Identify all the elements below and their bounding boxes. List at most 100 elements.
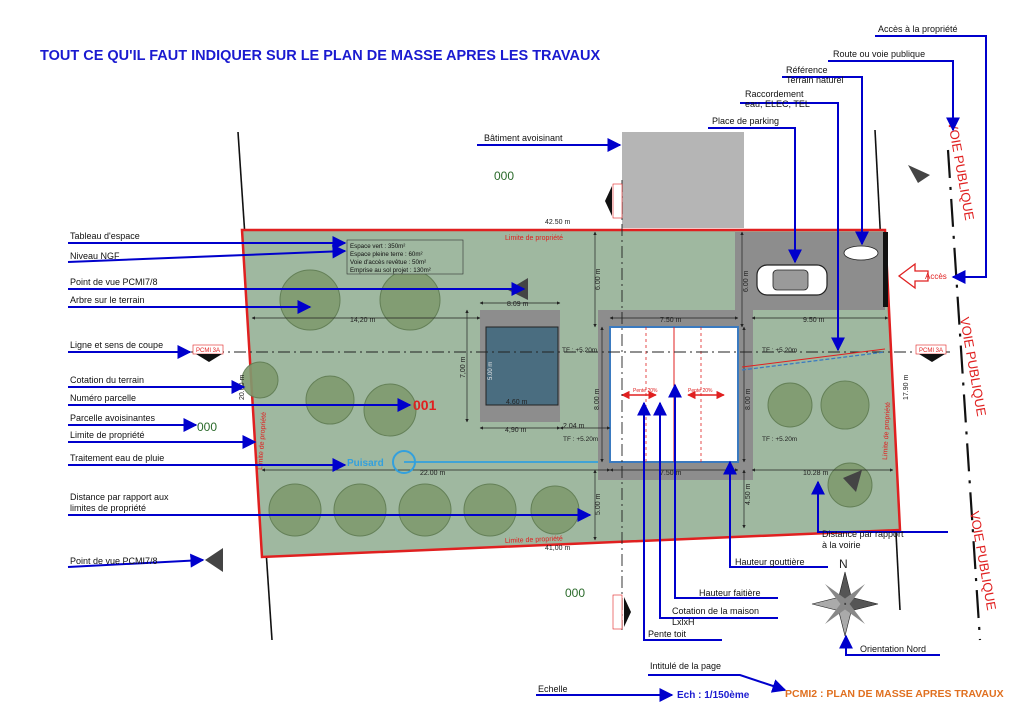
roof-slope-label-right: Pente 20% (688, 388, 713, 394)
callout-parcelle-avoisinantes: Parcelle avoisinantes (70, 413, 156, 423)
callout-reference-1: Référence (786, 65, 828, 75)
tree (398, 483, 452, 537)
neighbor-building (622, 132, 744, 228)
callout-orientation-nord: Orientation Nord (860, 644, 926, 654)
callout-cotation-maison-2: LxlxH (672, 617, 695, 627)
neighbor-code-left: 000 (197, 420, 217, 434)
dim-house-depth: 8.00 m (594, 388, 601, 410)
trees-group (241, 269, 873, 537)
limit-label-left: Limite de propriété (257, 412, 268, 470)
limit-label-bottom: Limite de propriété (505, 535, 563, 545)
dim-top-setback: 6.00 m (595, 268, 602, 290)
dim-house-width-bottom: 7.50 m (660, 470, 682, 477)
space-table-row: Emprise au sol projet : 130m² (350, 267, 431, 274)
callout-distance-limites-1: Distance par rapport aux (70, 492, 169, 502)
callout-batiment-avoisinant: Bâtiment avoisinant (484, 133, 563, 143)
dim-pool-height: 7,00 m (460, 356, 467, 378)
scale-label: Ech : 1/150ème (677, 690, 750, 701)
dimension-lines (251, 231, 894, 541)
section-tag-right-label: PCMI 3A (919, 348, 943, 354)
callout-raccordement-2: eau, ELEC, TEL (745, 99, 810, 109)
dim-right-lower-setback: 4.50 m (745, 483, 752, 505)
neighbor-code-bottom: 000 (565, 586, 585, 600)
space-table-rows: Espace vert : 350m² Espace pleine terre … (350, 243, 431, 274)
dim-bottom-width: 41,00 m (545, 545, 570, 552)
callout-point-vue-2: Point de vue PCMI7/8 (70, 556, 158, 566)
viewpoint-icon-4 (843, 470, 862, 492)
vertical-section-tag-top (612, 183, 623, 219)
callout-numero-parcelle: Numéro parcelle (70, 393, 136, 403)
tree (820, 380, 870, 430)
access-label: Accès (925, 272, 947, 281)
dim-pool-top: 8.09 m (507, 301, 529, 308)
network-connection-line (741, 351, 886, 371)
callout-arbre: Arbre sur le terrain (70, 295, 145, 305)
space-table-row: Voie d'accès revêtue : 50m² (350, 259, 426, 266)
neighbor-code-top: 000 (494, 169, 514, 183)
space-table (346, 239, 464, 275)
dim-house-width: 7.50 m (660, 317, 682, 324)
tree (767, 382, 813, 428)
space-table-row: Espace vert : 350m² (350, 243, 405, 250)
callout-acces-propriete: Accès à la propriété (878, 24, 958, 34)
viewpoint-icon-3 (908, 165, 930, 183)
callout-cotation-maison-1: Cotation de la maison (672, 606, 759, 616)
tf-level-4: TF : +5.20m (762, 436, 797, 443)
callout-raccordement-1: Raccordement (745, 89, 804, 99)
callout-distance-voirie-2: à la voirie (822, 540, 861, 550)
tf-level-1: TF : +5.20m (562, 347, 597, 354)
section-arrow-left (196, 354, 222, 362)
vertical-section-tag-bottom (612, 594, 623, 630)
parcel-number: 001 (413, 397, 437, 413)
vertical-section-arrow-top (605, 186, 612, 216)
network-connection-line-red (741, 348, 886, 368)
callout-hauteur-faitiere: Hauteur faitière (699, 588, 761, 598)
reference-marker-icon (843, 245, 879, 261)
dim-right-depth: 9.50 m (803, 317, 825, 324)
car-roof (772, 269, 809, 291)
dimension-texts: 42.50 m 41,00 m 14,20 m 8.09 m 7.50 m 9.… (239, 219, 910, 552)
roof-slope-label-left: Pente 20% (633, 388, 658, 394)
page-title: TOUT CE QU'IL FAUT INDIQUER SUR LE PLAN … (40, 48, 600, 64)
callout-cotation-terrain: Cotation du terrain (70, 375, 144, 385)
tree (279, 269, 341, 331)
plan-page-title: PCMI2 : PLAN DE MASSE APRES TRAVAUX (785, 688, 1004, 700)
tree (363, 383, 417, 437)
dim-top-width: 42.50 m (545, 219, 570, 226)
dim-right-side: 17.90 m (903, 375, 910, 400)
callout-ligne-coupe: Ligne et sens de coupe (70, 340, 163, 350)
dim-parking-setback: 6.00 m (743, 270, 750, 292)
callout-arrows-right (477, 35, 987, 702)
soakaway-label: Puisard (347, 458, 384, 469)
limit-label-right: Limite de propriété (882, 402, 892, 460)
dim-pool-bottom: 4,90 m (505, 427, 527, 434)
callout-place-parking: Place de parking (712, 116, 779, 126)
callout-tableau-espace: Tableau d'espace (70, 231, 140, 241)
section-arrow-right (919, 354, 945, 362)
limit-label-top: Limite de propriété (505, 235, 563, 242)
north-label: N (839, 557, 848, 571)
tf-level-3: TF : +5.20m (762, 347, 797, 354)
dim-bottom-setback: 5.00 m (595, 493, 602, 515)
tree (333, 483, 387, 537)
space-table-row: Espace pleine terre : 60m² (350, 251, 423, 258)
callout-labels-right: Bâtiment avoisinant Place de parking Rac… (484, 24, 958, 694)
north-arrow-icon (811, 571, 879, 637)
dim-house-depth-right: 8.00 m (745, 388, 752, 410)
tree (530, 485, 580, 535)
tree (379, 269, 441, 331)
section-tag-left-label: PCMI 3A (196, 348, 220, 354)
tf-level-2: TF : +5.20m (563, 436, 598, 443)
access-arrow-icon (897, 262, 929, 290)
callout-arrows-left (67, 236, 592, 568)
road-edge-bar (883, 232, 888, 307)
dim-distance-22: 22.00 m (420, 470, 445, 477)
tree (268, 483, 322, 537)
callout-reference-2: Terrain naturel (786, 75, 844, 85)
voie-publique-bottom: VOIE PUBLIQUE (967, 510, 999, 612)
callout-point-vue-1: Point de vue PCMI7/8 (70, 277, 158, 287)
tree (463, 483, 517, 537)
soakaway-icon (392, 450, 416, 474)
